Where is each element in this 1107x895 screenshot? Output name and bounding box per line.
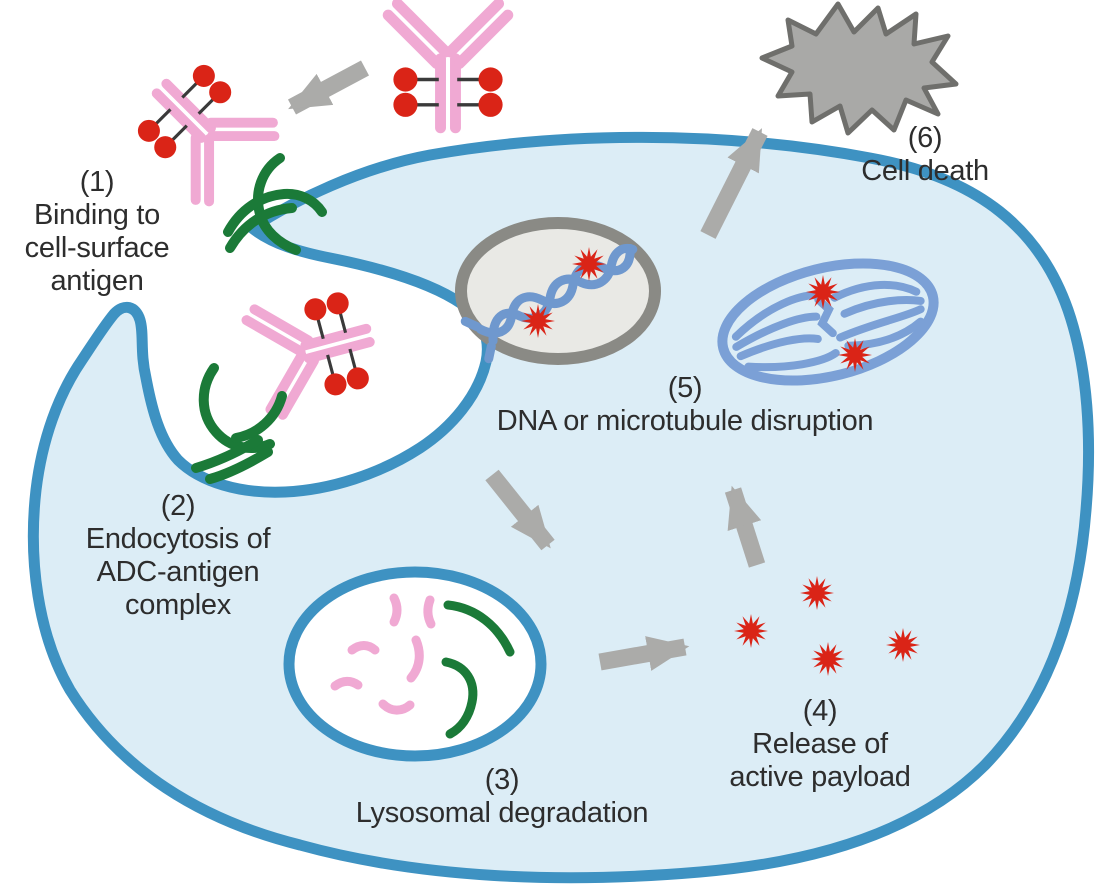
arrow-payload-to-disruption	[724, 485, 766, 568]
label-step-5: (5) DNA or microtubule disruption	[497, 372, 874, 438]
label-step-3: (3) Lysosomal degradation	[355, 764, 649, 830]
step-caption-line: Binding to	[33, 199, 160, 231]
dead-cell-icon	[759, 1, 959, 136]
arrow-endocytosis-to-lysosome	[485, 469, 555, 551]
nucleus	[455, 217, 661, 365]
endocytosed-antigen-icon	[191, 363, 287, 484]
degraded-antibody-fragments	[330, 593, 436, 715]
step-number: (6)	[907, 122, 943, 154]
step-number: (1)	[79, 166, 115, 198]
step-caption-line: complex	[125, 589, 231, 621]
step-caption-line: cell-surface	[24, 232, 170, 264]
cell-surface-antigen-icon	[223, 153, 327, 255]
lysosome	[283, 566, 547, 762]
step-number: (2)	[160, 490, 196, 522]
step-number: (5)	[667, 372, 703, 404]
endocytosed-adc-icon	[244, 283, 382, 418]
label-step-2: (2) Endocytosis of ADC-antigen complex	[85, 490, 271, 622]
step-caption-line: antigen	[50, 265, 144, 297]
step-number: (4)	[802, 695, 838, 727]
label-step-4: (4) Release of active payload	[729, 695, 911, 794]
step-caption-line: Release of	[752, 728, 888, 760]
step-caption-line: active payload	[729, 761, 911, 793]
microtubule-spindle-icon	[717, 258, 939, 386]
arrow-to-cell-death	[700, 128, 768, 239]
step-caption-line: Lysosomal degradation	[355, 797, 649, 829]
step-caption-line: Cell death	[861, 155, 989, 187]
dna-helix-icon	[460, 244, 638, 364]
arrow-adc-to-binding	[287, 60, 370, 115]
step-caption-line: Endocytosis of	[85, 523, 271, 555]
step-number: (3)	[484, 764, 520, 796]
flow-arrows	[287, 60, 768, 671]
step-caption-line: ADC-antigen	[96, 556, 260, 588]
arrow-lysosome-to-payload	[598, 636, 690, 671]
degraded-antigen-fragments	[441, 600, 515, 739]
label-step-1: (1) Binding to cell-surface antigen	[25, 166, 170, 298]
adc-antibody-icon	[388, 4, 508, 128]
label-step-6: (6) Cell death	[861, 122, 989, 188]
step-caption-line: DNA or microtubule disruption	[496, 405, 874, 437]
